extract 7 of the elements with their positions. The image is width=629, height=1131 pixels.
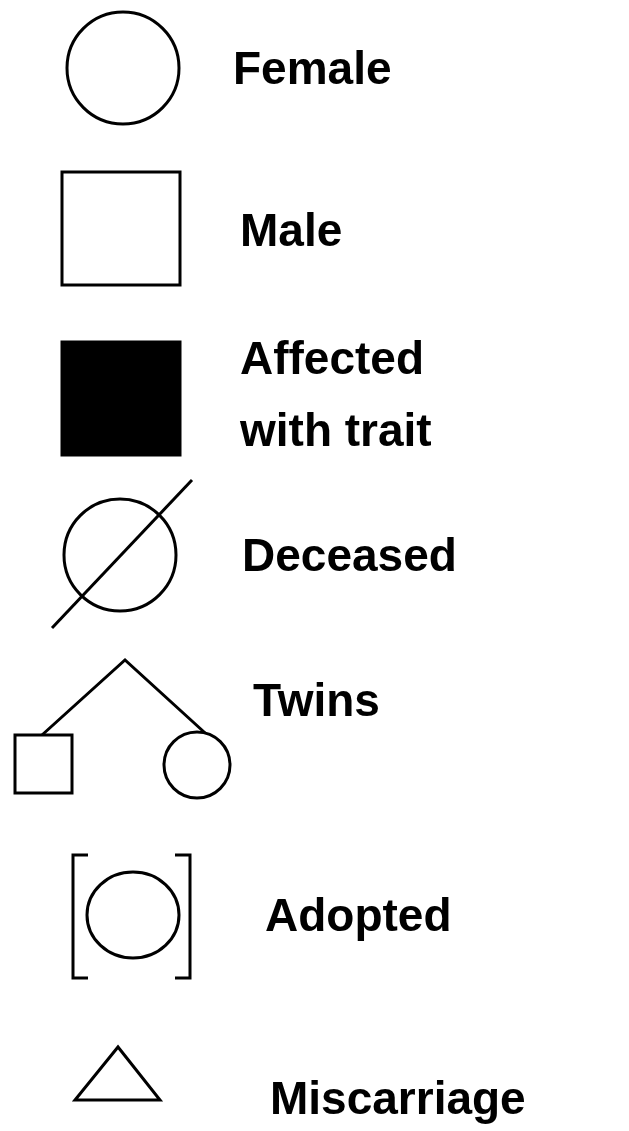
legend-label: Male xyxy=(240,203,343,258)
legend-label: Deceased xyxy=(242,528,457,583)
legend-label: Twins xyxy=(253,673,380,728)
legend-label: Affected with trait xyxy=(240,331,433,458)
legend-label: Adopted xyxy=(265,888,452,943)
legend-label: Female xyxy=(233,41,392,96)
legend-label: Miscarriage xyxy=(270,1071,526,1126)
